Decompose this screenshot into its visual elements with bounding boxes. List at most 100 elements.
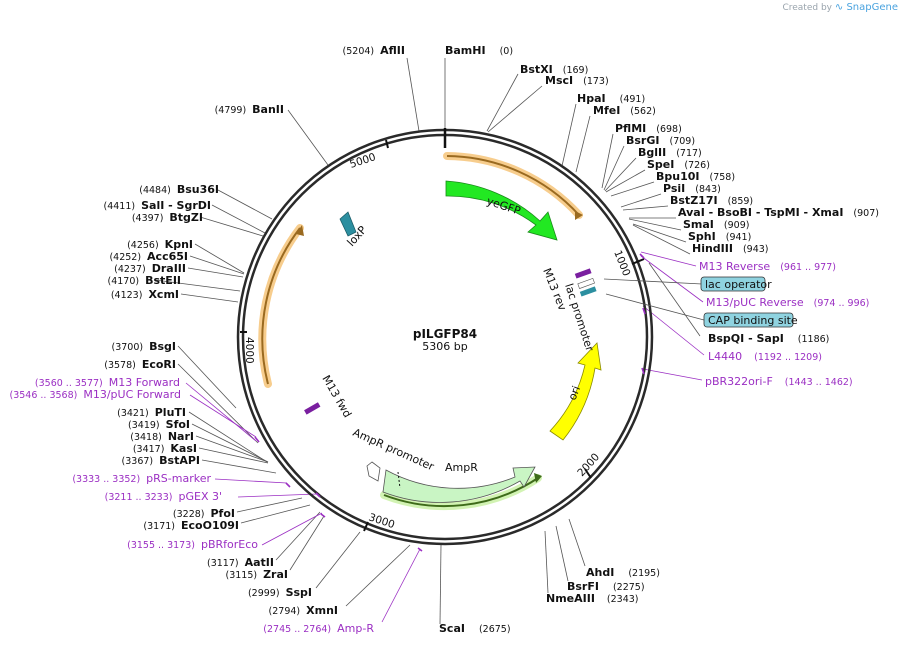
enzyme-avai-group[interactable]: AvaI - BsoBI - TspMI - XmaI(907) [678, 206, 879, 219]
enzyme-smai[interactable]: SmaI(909) [683, 218, 749, 231]
enzyme-bstapi[interactable]: (3367)BstAPI [122, 454, 200, 467]
orf-ampr [383, 477, 539, 508]
enzyme-nmeaiii[interactable]: NmeAIII(2343) [546, 592, 639, 605]
leader-hpai [561, 103, 577, 167]
enzyme-sfoi[interactable]: (3419)SfoI [128, 418, 190, 431]
enzyme-spei[interactable]: SpeI(726) [647, 158, 710, 171]
cap-site-feature[interactable] [579, 286, 597, 297]
enzyme-bsrgi[interactable]: BsrGI(709) [626, 134, 695, 147]
ampr-promoter-feature[interactable] [366, 461, 381, 482]
leader-cap-site [605, 293, 705, 321]
ori-label: ori [566, 384, 583, 402]
cap-binding-site-box[interactable] [703, 312, 794, 328]
enzyme-bsu36i[interactable]: (4484)Bsu36I [139, 183, 219, 196]
enzyme-hpai[interactable]: HpaI(491) [577, 92, 645, 105]
leader-xmni [345, 544, 411, 607]
plasmid-name: pILGFP84 [413, 327, 477, 341]
backbone [236, 128, 654, 546]
primer-amp-r[interactable]: (2745 .. 2764)Amp-R [263, 622, 374, 635]
leader-bsgi [177, 345, 237, 409]
enzyme-ecori[interactable]: (3578)EcoRI [104, 358, 176, 371]
enzyme-acc65i[interactable]: (4252)Acc65I [109, 250, 188, 263]
primer-prs-marker[interactable]: (3333 .. 3352)pRS-marker [72, 472, 211, 485]
enzyme-mfei[interactable]: MfeI(562) [593, 104, 656, 117]
enzyme-banii[interactable]: (4799)BanII [215, 103, 284, 116]
primer-m13puc-reverse[interactable]: M13/pUC Reverse(974 .. 996) [706, 296, 869, 309]
enzyme-pfoi[interactable]: (3228)PfoI [173, 507, 235, 520]
primer-leaders [185, 251, 705, 623]
orf-yegfp [446, 155, 580, 216]
leader-ahdi [568, 518, 586, 567]
enzyme-pflmi[interactable]: PflMI(698) [615, 122, 682, 135]
primer-m13puc-forward[interactable]: (3546 .. 3568)M13/pUC Forward [9, 388, 181, 401]
enzyme-msci[interactable]: MscI(173) [545, 74, 609, 87]
enzyme-ahdi[interactable]: AhdI(2195) [586, 566, 660, 579]
enzyme-bstxi[interactable]: BstXI(169) [520, 63, 588, 76]
enzyme-sspi[interactable]: (2999)SspI [248, 586, 312, 599]
enzyme-bglii[interactable]: BglII(717) [638, 146, 702, 159]
enzyme-psii[interactable]: PsiI(843) [663, 182, 721, 195]
enzyme-pluti[interactable]: (3421)PluTI [117, 406, 186, 419]
enzyme-scai[interactable]: ScaI(2675) [439, 622, 511, 635]
m13rev-feature[interactable] [574, 268, 592, 279]
leader-sspi [315, 531, 361, 589]
leader-ecoo109i [240, 504, 311, 524]
enzyme-bsteii[interactable]: (4170)BstEII [108, 274, 181, 287]
primer-pgex3[interactable]: (3211 .. 3233)pGEX 3' [105, 490, 222, 503]
cap-binding-site-label: CAP binding site [708, 314, 798, 327]
primer-labels: M13 Reverse(961 .. 977) M13/pUC Reverse(… [9, 260, 869, 635]
leader-btgzi [199, 216, 264, 237]
enzyme-bspqi-sapi[interactable]: BspQI - SapI(1186) [708, 332, 829, 345]
enzyme-zrai[interactable]: (3115)ZraI [225, 568, 288, 581]
leader-psii [620, 193, 662, 208]
m13fwd-feature[interactable] [304, 402, 321, 415]
enzyme-bsgi[interactable]: (3700)BsgI [112, 340, 177, 353]
primer-m13-forward[interactable]: (3560 .. 3577)M13 Forward [35, 376, 180, 389]
leader-xcmi [180, 293, 239, 303]
enzyme-aatii[interactable]: (3117)AatII [207, 556, 274, 569]
enzyme-kpni[interactable]: (4256)KpnI [127, 238, 193, 251]
enzyme-xmni[interactable]: (2794)XmnI [269, 604, 338, 617]
lac-operator-label: lac operator [705, 278, 772, 291]
primer-pbr322ori-f[interactable]: pBR322ori-F(1443 .. 1462) [705, 375, 853, 388]
orf-left-arrowhead [296, 225, 304, 236]
tick-label-4000: 4000 [243, 337, 255, 364]
snapgene-credit: Created by ∿ SnapGene [782, 2, 898, 13]
leader-pgex3 [237, 493, 318, 498]
leader-m13puc-reverse [640, 255, 704, 303]
primer-pbrforeco[interactable]: (3155 .. 3173)pBRforEco [127, 538, 258, 551]
primer-tick-m13-forward [254, 436, 260, 443]
loxp-feature[interactable] [339, 211, 357, 237]
enzyme-sphi[interactable]: SphI(941) [688, 230, 751, 243]
enzyme-xcmi[interactable]: (4123)XcmI [111, 288, 179, 301]
lac-operator-box[interactable] [700, 276, 766, 292]
enzyme-hindiii[interactable]: HindIII(943) [692, 242, 769, 255]
enzyme-bamhi[interactable]: BamHI(0) [445, 44, 513, 57]
leader-m13-forward [185, 382, 257, 442]
leader-prs-marker [214, 478, 288, 484]
enzyme-bsrfi[interactable]: BsrFI(2275) [567, 580, 645, 593]
primer-tick-pgex3 [315, 492, 321, 498]
enzyme-btgzi[interactable]: (4397)BtgZI [132, 211, 203, 224]
orf-left-halo [258, 224, 304, 388]
enzyme-bstz17i[interactable]: BstZ17I(859) [670, 194, 753, 207]
primer-l4440[interactable]: L4440(1192 .. 1209) [708, 350, 822, 363]
ori-feature[interactable] [549, 342, 602, 441]
leader-draiii [187, 267, 244, 278]
enzyme-bpu10i[interactable]: Bpu10I(758) [656, 170, 735, 183]
yegfp-feature[interactable] [445, 180, 558, 241]
leader-kpni [194, 243, 245, 274]
enzyme-kasi[interactable]: (3417)KasI [133, 442, 197, 455]
ampr-label: AmpR [445, 461, 478, 474]
enzyme-ecoo109i[interactable]: (3171)EcoO109I [143, 519, 239, 532]
ampr-feature[interactable] [382, 466, 536, 503]
enzyme-nari[interactable]: (3418)NarI [130, 430, 194, 443]
primer-m13-reverse[interactable]: M13 Reverse(961 .. 977) [699, 260, 836, 273]
enzyme-aflii[interactable]: (5204)AflII [343, 44, 405, 57]
leader-l4440 [642, 305, 705, 356]
leader-aatii [275, 511, 321, 561]
orf-yegfp-arrowhead [575, 211, 583, 220]
lac-operator-feature[interactable] [577, 277, 595, 289]
enzyme-sali-sgrdi[interactable]: (4411)SalI - SgrDI [104, 199, 211, 212]
enzyme-draiii[interactable]: (4237)DraIII [114, 262, 186, 275]
